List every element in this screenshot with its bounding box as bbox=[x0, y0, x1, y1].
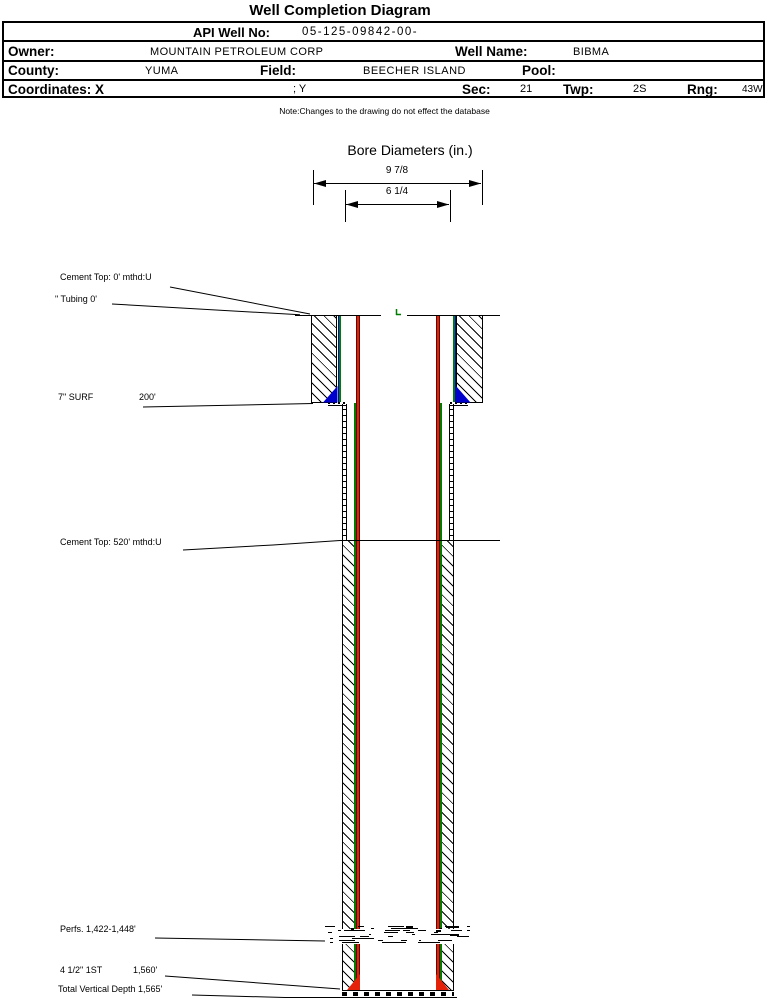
tubing-leader bbox=[111, 303, 301, 316]
tvd-label: Total Vertical Depth 1,565' bbox=[58, 984, 163, 994]
pool-label: Pool: bbox=[522, 63, 556, 78]
perfs-label: Perfs. 1,422-1,448' bbox=[60, 924, 136, 934]
api-well-no-value: 05-125-09842-00- bbox=[302, 26, 419, 38]
arrow-left-outer bbox=[314, 180, 326, 187]
sec-label: Sec: bbox=[462, 82, 491, 97]
prod-casing-leader bbox=[164, 975, 341, 990]
coordinates-label: Coordinates: X bbox=[8, 82, 105, 97]
coordinates-y-label: ; Y bbox=[293, 83, 307, 95]
owner-value: MOUNTAIN PETROLEUM CORP bbox=[150, 46, 324, 58]
surface-casing-bond-line-left bbox=[338, 316, 339, 402]
rng-label: Rng: bbox=[687, 82, 718, 97]
cement-top-0-label: Cement Top: 0' mthd:U bbox=[60, 272, 152, 282]
surf-casing-depth: 200' bbox=[139, 392, 156, 402]
cement-column-right bbox=[442, 540, 454, 990]
inner-bore-diameter-value: 6 1/4 bbox=[385, 186, 409, 197]
total-depth-line bbox=[342, 990, 454, 991]
surface-casing-cement-left bbox=[311, 315, 337, 403]
surface-shoe-markers bbox=[323, 386, 471, 403]
sec-value: 21 bbox=[520, 83, 533, 95]
api-well-no-label: API Well No: bbox=[192, 25, 270, 40]
cement-top-0-leader bbox=[169, 286, 311, 315]
well-header-table bbox=[2, 21, 765, 98]
county-value: YUMA bbox=[145, 65, 179, 77]
prod-casing-label: 4 1/2" 1ST bbox=[60, 965, 103, 975]
surface-casing-right bbox=[453, 316, 455, 402]
casing-line-lower-right bbox=[440, 403, 442, 988]
surface-casing-cement-right bbox=[456, 315, 483, 403]
rng-value: 43W bbox=[742, 84, 763, 95]
surf-casing-leader bbox=[142, 403, 314, 408]
total-depth-plug bbox=[342, 992, 454, 996]
cement-top-520-label: Cement Top: 520' mthd:U bbox=[60, 537, 162, 547]
surface-casing-bond-line-right bbox=[455, 316, 456, 402]
perforation-zone-gap bbox=[330, 929, 462, 944]
tubing-tick-mark bbox=[395, 309, 401, 316]
prod-casing-depth: 1,560' bbox=[133, 965, 158, 975]
field-value: BEECHER ISLAND bbox=[363, 65, 466, 77]
table-row-divider-2 bbox=[4, 60, 765, 62]
casing-line-lower-left bbox=[354, 403, 356, 988]
surf-casing-label: 7" SURF bbox=[58, 392, 94, 402]
shoe-step-left bbox=[328, 402, 346, 406]
county-label: County: bbox=[8, 63, 59, 78]
production-casing-right bbox=[436, 315, 440, 990]
twp-value: 2S bbox=[633, 83, 647, 95]
production-shoe-markers bbox=[347, 974, 449, 990]
perforation-marks bbox=[321, 926, 473, 946]
arrow-right-outer bbox=[469, 180, 481, 187]
surface-casing-left bbox=[339, 316, 341, 402]
tubing-label: " Tubing 0' bbox=[55, 294, 97, 304]
well-name-label: Well Name: bbox=[455, 44, 528, 59]
borehole-wall-upper-right bbox=[449, 404, 454, 540]
tubing-hanger-tick bbox=[395, 309, 401, 316]
owner-label: Owner: bbox=[8, 44, 55, 59]
well-name-value: BIBMA bbox=[573, 46, 610, 58]
arrow-right-inner bbox=[437, 201, 449, 208]
table-row-divider-3 bbox=[4, 79, 765, 81]
bore-diameters-title: Bore Diameters (in.) bbox=[347, 142, 473, 158]
twp-label: Twp: bbox=[563, 82, 594, 97]
field-label: Field: bbox=[260, 63, 296, 78]
borehole-wall-upper-left bbox=[342, 404, 347, 540]
cement-column-left bbox=[342, 540, 354, 990]
outer-bore-diameter-value: 9 7/8 bbox=[385, 165, 409, 176]
perfs-leader bbox=[154, 937, 326, 942]
table-row-divider-1 bbox=[4, 40, 765, 42]
production-casing-left bbox=[356, 315, 360, 990]
arrow-left-inner bbox=[346, 201, 358, 208]
database-note: Note:Changes to the drawing do not effec… bbox=[279, 106, 490, 116]
shoe-step-right bbox=[450, 402, 468, 406]
page-title: Well Completion Diagram bbox=[249, 2, 431, 19]
